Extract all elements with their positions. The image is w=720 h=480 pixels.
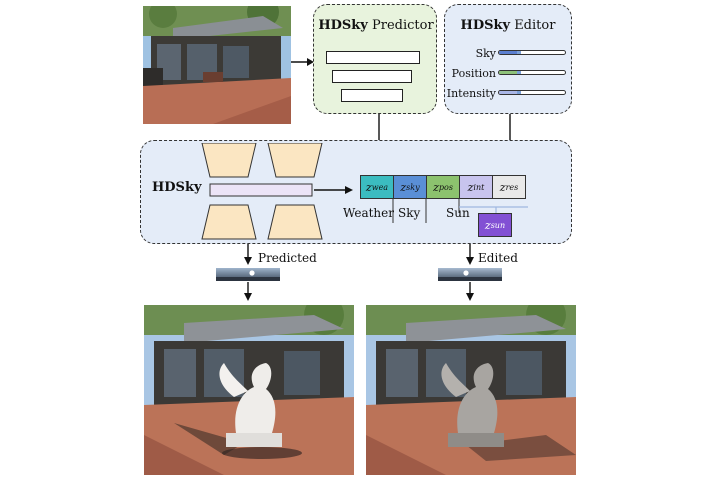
group-label-sky: Sky <box>398 206 421 220</box>
editor-slider-label: Intensity <box>446 87 496 100</box>
editor-slider[interactable] <box>498 90 566 95</box>
editor-title: HDSky Editor <box>448 18 568 33</box>
editor-slider-fill <box>499 71 519 74</box>
latent-cell-symbol: z <box>400 180 407 194</box>
editor-title-rest: Editor <box>510 18 556 33</box>
latent-cell-subscript: sun <box>490 220 506 230</box>
latent-cell-subscript: sky <box>406 182 420 192</box>
latent-cell-subscript: res <box>505 182 519 192</box>
editor-slider-label: Position <box>451 67 496 80</box>
latent-cell-symbol: z <box>433 180 439 194</box>
arrow-latent-to-predicted <box>244 244 252 265</box>
predictor-layer-2 <box>332 70 412 83</box>
editor-slider-knob[interactable] <box>516 51 521 54</box>
editor-panel <box>444 4 572 114</box>
editor-slider-knob[interactable] <box>516 71 521 74</box>
latent-cell-symbol: z <box>484 218 491 232</box>
latent-group-lines <box>392 199 528 223</box>
predicted-label: Predicted <box>258 251 317 265</box>
arrow-env-to-render-2 <box>466 282 474 301</box>
input-photo <box>143 6 291 124</box>
editor-title-bold: HDSky <box>460 18 511 33</box>
latent-cell-subscript: int <box>473 182 485 192</box>
editor-slider[interactable] <box>498 70 566 75</box>
latent-cell-symbol: z <box>467 180 474 194</box>
predictor-title-bold: HDSky <box>318 18 368 33</box>
hdsky-label: HDSky <box>152 180 202 195</box>
latent-cell-subscript: pos <box>438 182 453 192</box>
edited-label: Edited <box>478 251 518 265</box>
predicted-envmap <box>216 268 280 281</box>
predictor-layer-3 <box>341 89 403 102</box>
autoencoder-graphic <box>201 143 353 240</box>
latent-cell-subscript: wea <box>371 182 389 192</box>
latent-cell-symbol: z <box>365 180 372 194</box>
editor-slider-fill <box>499 91 519 94</box>
group-label-weather: Weather <box>343 206 394 220</box>
predictor-layer-1 <box>326 51 420 64</box>
arrow-latent-to-edited <box>466 244 474 265</box>
editor-slider[interactable] <box>498 50 566 55</box>
predicted-render <box>144 305 354 475</box>
editor-slider-knob[interactable] <box>516 91 521 94</box>
group-label-sun: Sun <box>446 206 470 220</box>
editor-slider-fill <box>499 51 519 54</box>
edited-envmap <box>438 268 502 281</box>
predictor-title-rest: Predictor <box>367 18 434 33</box>
arrow-input-to-predictor <box>291 58 314 66</box>
latent-cell-symbol: z <box>499 180 506 194</box>
editor-slider-label: Sky <box>475 47 496 60</box>
predictor-title: HDSky Predictor <box>318 18 434 33</box>
arrow-env-to-render-1 <box>244 282 252 301</box>
edited-render <box>366 305 576 475</box>
